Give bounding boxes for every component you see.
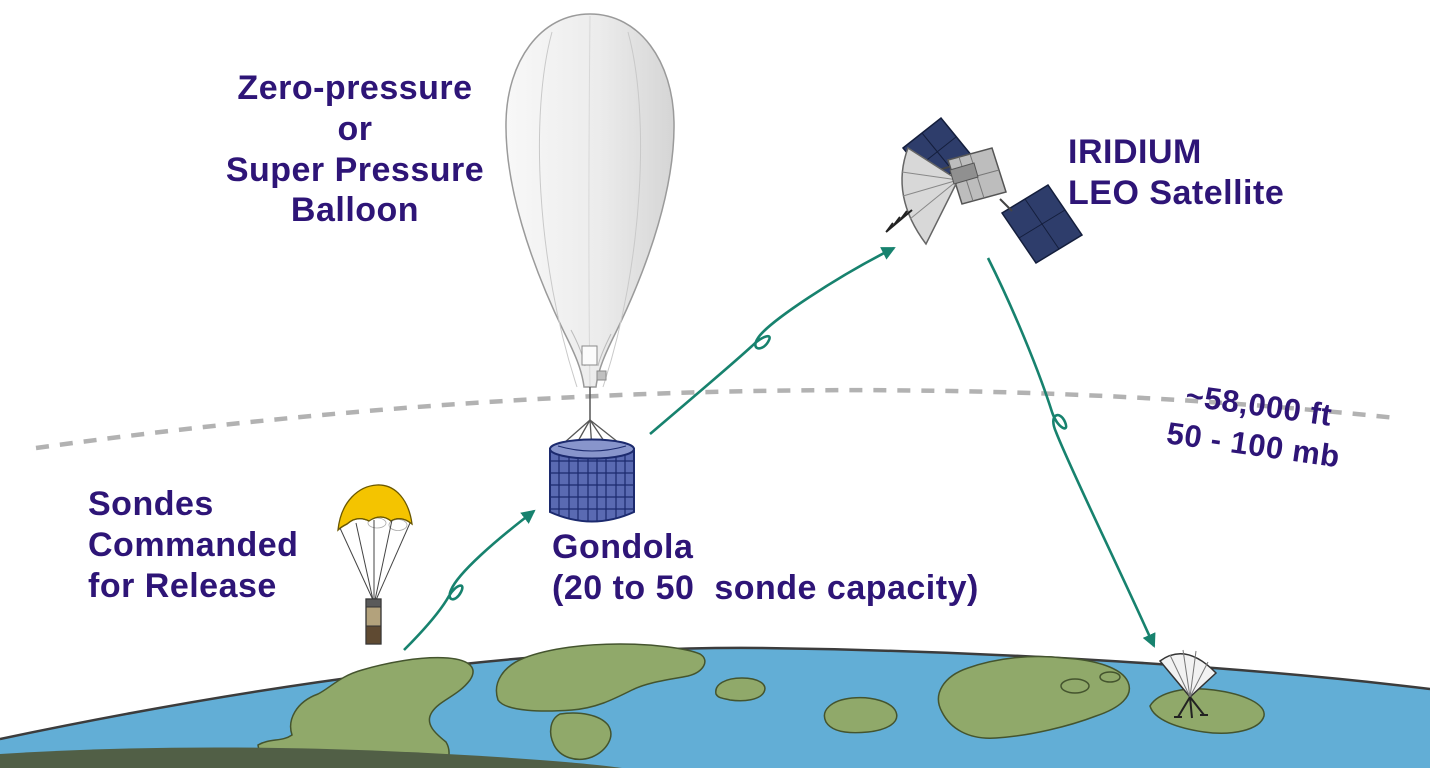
canopy-scallop [388,519,408,531]
ground-station-graphic [1158,649,1218,719]
balloon-label: Zero-pressure or Super Pressure Balloon [225,69,485,230]
sonde-body [365,598,382,645]
gondola-label: Gondola (20 to 50 sonde capacity) [552,528,979,607]
panel-strut [999,198,1013,212]
signal-arrows [403,246,1156,651]
shroud-lines [339,519,411,601]
gondola-lid [549,438,635,460]
landmass [823,696,898,734]
iridium-satellite-graphic [885,116,1084,265]
earth-graphic [0,643,1430,768]
ground-dish [1158,653,1218,699]
landmass [495,643,706,712]
landmass [549,712,612,761]
gondola-grid [550,449,634,522]
lower-horizon-band [0,747,622,768]
landmass [1099,671,1121,683]
landmass [715,677,766,702]
landmass [937,655,1131,739]
arrow-sonde-to-gondola [403,509,536,651]
arrow-satellite-to-ground [986,257,1156,648]
landmass [1060,678,1090,694]
sonde-release-label: Sondes Commanded for Release [88,485,299,605]
altitude-dashed-line [35,387,1397,451]
landmasses [257,643,1265,768]
parachute-sonde-graphic [337,484,413,645]
gondola-graphic [549,438,635,523]
gondola-lid-line [557,445,627,452]
balloon-graphic [505,13,675,420]
satellite-antenna [885,209,913,233]
dish-tripod [1174,696,1208,719]
balloon-fitting [596,370,607,381]
arrow-gondola-to-satellite [649,246,896,435]
satellite-label: IRIDIUM LEO Satellite [1068,133,1285,212]
canopy-hem [337,516,413,531]
horizon-outline [0,646,1430,741]
satellite-feed [949,162,979,185]
landmass [257,656,474,768]
balloon-valve-box [581,345,598,366]
